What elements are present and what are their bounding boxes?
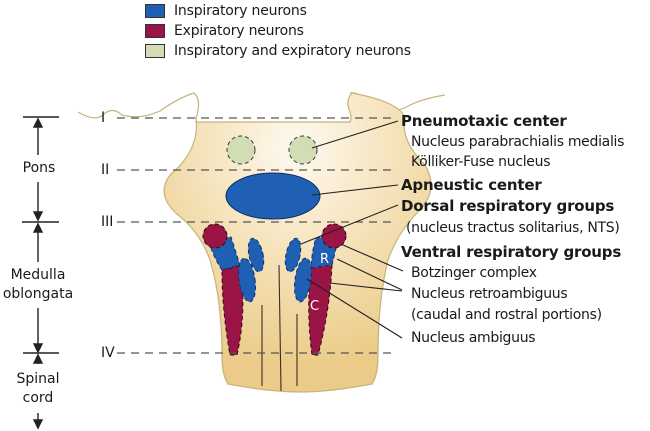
dorsal-title: Dorsal respiratory groups: [401, 197, 615, 215]
caudal-label: C: [310, 299, 319, 314]
leader-ambiguus: [306, 278, 403, 339]
left-dorsal-group: [247, 237, 265, 273]
level-label-IV: IV: [101, 345, 115, 361]
dorsal-line-1: (nucleus tractus solitarius, NTS): [406, 220, 620, 236]
rostral-label: R: [320, 252, 329, 267]
leader-retro-caudal: [329, 282, 403, 292]
right-vrg-expiratory-caudal: [308, 264, 333, 356]
pneumotaxic-line-1: Nucleus parabrachialis medialis: [411, 134, 625, 150]
leader-botzinger: [342, 244, 404, 272]
level-label-I: I: [101, 110, 106, 126]
leader-apneustic: [311, 184, 399, 196]
apneustic-title: Apneustic center: [401, 176, 542, 194]
legend-swatch-inspiratory: [145, 4, 165, 18]
region-label-pons: Pons: [22, 160, 56, 176]
ventral-line-retroambiguus: Nucleus retroambiguus: [411, 286, 568, 302]
pons-bracket: [22, 116, 59, 223]
ventral-line-ambiguus: Nucleus ambiguus: [411, 330, 536, 346]
legend-label: Expiratory neurons: [174, 23, 304, 39]
ventral-line-botzinger: Botzinger complex: [411, 265, 537, 281]
legend-item-inspiratory: Inspiratory neurons: [145, 2, 307, 20]
legend-swatch-expiratory: [145, 24, 165, 38]
region-label-medulla-1: Medulla: [10, 267, 66, 283]
legend-swatch-mixed: [145, 44, 165, 58]
left-nucleus-ambiguus: [238, 257, 256, 303]
midline-center: [278, 264, 282, 392]
apneustic-center: [225, 172, 321, 220]
spinal-bracket: [32, 353, 44, 430]
legend-label: Inspiratory and expiratory neurons: [174, 43, 411, 59]
medulla-bracket: [23, 222, 59, 354]
level-label-II: II: [101, 162, 110, 178]
right-dorsal-group: [284, 237, 302, 273]
ventral-line-portions: (caudal and rostral portions): [411, 307, 602, 323]
leader-dorsal: [300, 204, 399, 245]
legend-item-expiratory: Expiratory neurons: [145, 22, 304, 40]
region-label-spinal-1: Spinal: [16, 371, 60, 387]
pons-top-outline-left: [77, 92, 200, 119]
pneumotaxic-nucleus-right: [288, 135, 318, 165]
region-label-medulla-2: oblongata: [2, 286, 74, 302]
region-label-spinal-2: cord: [22, 390, 54, 406]
pneumotaxic-line-2: Kölliker-Fuse nucleus: [411, 154, 551, 170]
left-vrg-expiratory-caudal: [221, 264, 244, 356]
leader-pneumotaxic: [311, 120, 399, 149]
left-botzinger-expiratory: [202, 223, 228, 249]
legend-label: Inspiratory neurons: [174, 3, 307, 19]
legend-item-mixed: Inspiratory and expiratory neurons: [145, 42, 411, 60]
level-label-III: III: [101, 214, 114, 230]
pneumotaxic-title: Pneumotaxic center: [401, 112, 567, 130]
leader-retro-rostral: [336, 258, 403, 291]
pneumotaxic-nucleus-left: [226, 135, 256, 165]
leader-lines: [300, 120, 404, 339]
ventral-title: Ventral respiratory groups: [401, 243, 622, 261]
